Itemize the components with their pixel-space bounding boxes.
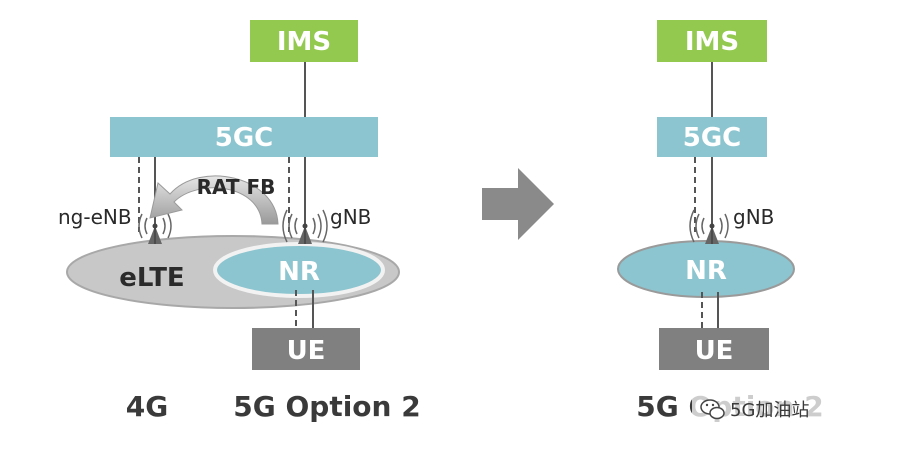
core-box-right [657, 117, 767, 157]
left-diagram: IMS 5GC RAT FB eLTE NR UE ng-eNB [58, 20, 421, 423]
ims-box [250, 20, 358, 62]
gnb-antenna-icon-right [689, 209, 729, 244]
nr-label: NR [278, 257, 320, 287]
caption-5g-option2-left: 5G Option 2 [233, 390, 420, 423]
caption-4g: 4G [126, 390, 168, 423]
gnb-antenna-icon [282, 209, 328, 244]
core-label-right: 5GC [683, 123, 742, 153]
wechat-logo-icon [700, 399, 725, 420]
rat-fb-label: RAT FB [197, 175, 276, 199]
right-diagram: IMS 5GC NR UE gNB 5G Option 2 [617, 20, 830, 424]
ims-label-right: IMS [685, 27, 739, 57]
watermark-label: 5G加油站 [730, 400, 809, 421]
ims-label: IMS [277, 27, 331, 57]
elte-label: eLTE [119, 263, 184, 293]
gnb-label-right: gNB [733, 205, 774, 229]
ng-enb-label: ng-eNB [58, 205, 132, 229]
rat-fb-arrow [149, 175, 279, 225]
watermark-backdrop [692, 394, 830, 424]
ng-enb-antenna-icon [138, 213, 172, 244]
nr-label-right: NR [685, 256, 727, 286]
nr-ellipse-right [617, 240, 795, 298]
ue-box [252, 328, 360, 370]
core-label: 5GC [215, 123, 274, 153]
ue-label-right: UE [695, 336, 734, 366]
ue-box-right [659, 328, 769, 370]
ue-label: UE [287, 336, 326, 366]
ims-box-right [657, 20, 767, 62]
core-box [110, 117, 378, 157]
transition-arrow-icon [482, 168, 554, 240]
gnb-label-left: gNB [330, 205, 371, 229]
